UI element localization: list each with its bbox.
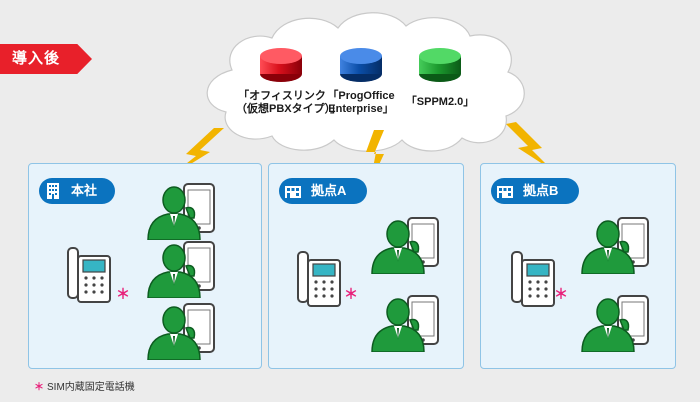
person-with-smartphone-icon xyxy=(370,212,446,275)
sim-desk-phone-icon xyxy=(508,250,558,308)
location-label: 拠点A xyxy=(311,183,347,198)
database-icon-red xyxy=(260,48,302,82)
person-with-smartphone-icon xyxy=(146,178,222,241)
location-pill-headquarters: 本社 xyxy=(39,178,115,204)
database-label-progoffice: 「ProgOffice Enterprise」 xyxy=(318,90,404,116)
location-pill-site-a: 拠点A xyxy=(279,178,367,204)
after-introduction-badge: 導入後 xyxy=(0,44,92,74)
database-label-line: 「ProgOffice xyxy=(327,90,395,102)
person-with-smartphone-icon xyxy=(146,236,222,299)
sim-desk-phone-icon xyxy=(64,246,114,304)
office-building-icon xyxy=(497,186,513,198)
database-label-officelink: 「オフィスリンク （仮想PBXタイプ）」 xyxy=(236,90,342,116)
footnote-text: SIM内蔵固定電話機 xyxy=(47,382,135,393)
person-with-smartphone-icon xyxy=(580,212,656,275)
asterisk-mark: ＊ xyxy=(554,286,568,302)
footnote: ＊SIM内蔵固定電話機 xyxy=(34,378,135,393)
person-with-smartphone-icon xyxy=(370,290,446,353)
database-label-line: 「オフィスリンク xyxy=(238,90,326,102)
location-label: 拠点B xyxy=(523,183,559,198)
location-box-headquarters: 本社 xyxy=(28,163,262,369)
location-pill-site-b: 拠点B xyxy=(491,178,579,204)
office-building-icon xyxy=(285,186,301,198)
location-label: 本社 xyxy=(71,183,98,198)
sim-desk-phone-icon xyxy=(294,250,344,308)
asterisk-mark: ＊ xyxy=(116,286,130,302)
office-building-icon xyxy=(47,183,59,199)
asterisk-mark: ＊ xyxy=(34,382,44,393)
database-label-line: Enterprise」 xyxy=(328,103,394,115)
person-with-smartphone-icon xyxy=(146,298,222,361)
database-label-line: （仮想PBXタイプ）」 xyxy=(236,103,342,115)
asterisk-mark: ＊ xyxy=(344,286,358,302)
lightning-icon xyxy=(168,122,552,184)
cloud-shape xyxy=(206,12,525,152)
database-label-line: 「SPPM2.0」 xyxy=(405,96,475,108)
database-icon-green xyxy=(419,48,461,82)
database-icon-blue xyxy=(340,48,382,82)
database-label-sppm: 「SPPM2.0」 xyxy=(400,96,480,109)
person-with-smartphone-icon xyxy=(580,290,656,353)
